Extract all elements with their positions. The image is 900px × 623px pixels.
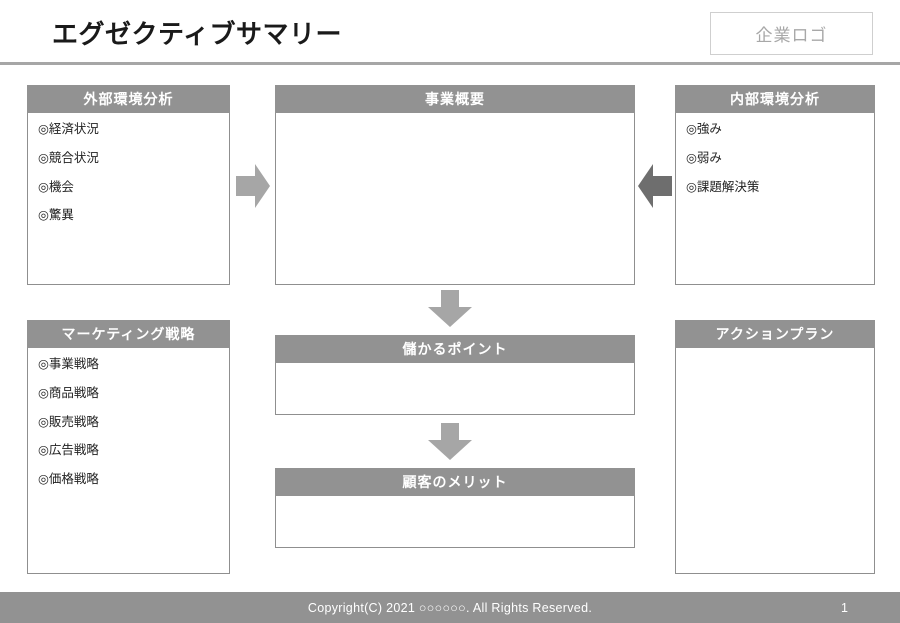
panel-internal-analysis-body[interactable]: ◎強み ◎弱み ◎課題解決策 (675, 113, 875, 285)
panel-business-overview: 事業概要 (275, 85, 635, 285)
list-item: ◎販売戦略 (38, 414, 99, 429)
company-logo-placeholder[interactable]: 企業ロゴ (710, 12, 873, 55)
header-divider (0, 62, 900, 65)
panel-customer-benefit-title: 顧客のメリット (275, 468, 635, 496)
list-item: ◎経済状況 (38, 122, 99, 136)
arrow-left-icon (638, 162, 672, 210)
list-item: ◎強み (686, 122, 722, 136)
panel-marketing-strategy-title: マーケティング戦略 (27, 320, 230, 348)
list-item: ◎広告戦略 (38, 443, 99, 458)
list-item: ◎機会 (38, 179, 74, 194)
panel-external-analysis: 外部環境分析 ◎経済状況 ◎競合状況 ◎機会 ◎驚異 (27, 85, 230, 285)
panel-external-analysis-title: 外部環境分析 (27, 85, 230, 113)
list-item: ◎価格戦略 (38, 472, 99, 486)
panel-marketing-strategy-body[interactable]: ◎事業戦略 ◎商品戦略 ◎販売戦略 ◎広告戦略 ◎価格戦略 (27, 348, 230, 574)
panel-internal-analysis: 内部環境分析 ◎強み ◎弱み ◎課題解決策 (675, 85, 875, 285)
list-item: ◎商品戦略 (38, 385, 99, 400)
panel-action-plan: アクションプラン (675, 320, 875, 574)
list-item: ◎事業戦略 (38, 357, 99, 371)
list-item: ◎弱み (686, 150, 722, 165)
panel-customer-benefit-body[interactable] (275, 496, 635, 548)
arrow-down-icon (427, 423, 473, 461)
panel-profit-point-body[interactable] (275, 363, 635, 415)
panel-customer-benefit: 顧客のメリット (275, 468, 635, 548)
panel-action-plan-body[interactable] (675, 348, 875, 574)
footer-bar: Copyright(C) 2021 ○○○○○○. All Rights Res… (0, 592, 900, 623)
marketing-strategy-list: ◎事業戦略 ◎商品戦略 ◎販売戦略 ◎広告戦略 ◎価格戦略 (28, 348, 229, 487)
panel-business-overview-title: 事業概要 (275, 85, 635, 113)
panel-action-plan-title: アクションプラン (675, 320, 875, 348)
panel-business-overview-body[interactable] (275, 113, 635, 285)
arrow-right-icon (236, 162, 270, 210)
panel-profit-point-title: 儲かるポイント (275, 335, 635, 363)
company-logo-label: 企業ロゴ (755, 26, 828, 45)
panel-profit-point: 儲かるポイント (275, 335, 635, 415)
list-item: ◎驚異 (38, 208, 74, 223)
footer-copyright: Copyright(C) 2021 ○○○○○○. All Rights Res… (307, 600, 593, 615)
list-item: ◎課題解決策 (686, 179, 760, 194)
arrow-down-icon (427, 290, 473, 328)
panel-marketing-strategy: マーケティング戦略 ◎事業戦略 ◎商品戦略 ◎販売戦略 ◎広告戦略 ◎価格戦略 (27, 320, 230, 574)
page-number: 1 (841, 600, 848, 615)
external-analysis-list: ◎経済状況 ◎競合状況 ◎機会 ◎驚異 (28, 113, 229, 223)
internal-analysis-list: ◎強み ◎弱み ◎課題解決策 (676, 113, 874, 194)
panel-external-analysis-body[interactable]: ◎経済状況 ◎競合状況 ◎機会 ◎驚異 (27, 113, 230, 285)
list-item: ◎競合状況 (38, 150, 99, 165)
page-title: エグゼクティブサマリー (52, 19, 342, 49)
panel-internal-analysis-title: 内部環境分析 (675, 85, 875, 113)
